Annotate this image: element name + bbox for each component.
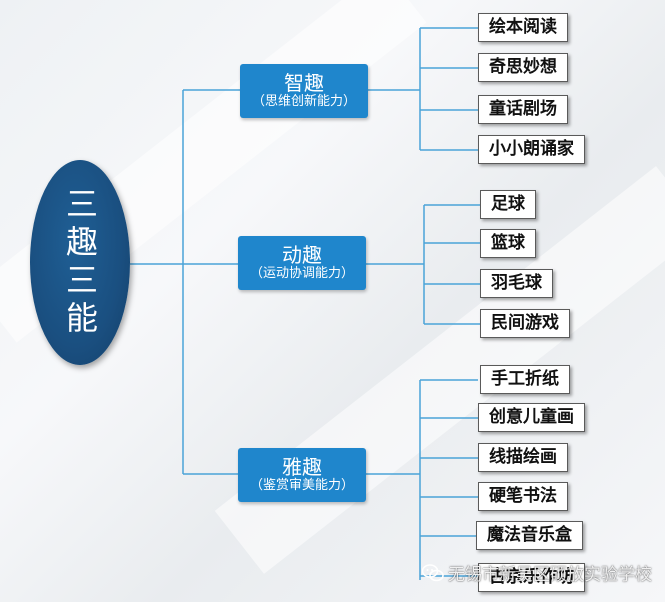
- leaf-item: 创意儿童画: [478, 403, 585, 432]
- leaf-item: 硬笔书法: [478, 482, 568, 511]
- wechat-icon: [421, 563, 444, 582]
- leaf-item: 篮球: [480, 229, 536, 258]
- leaf-item: 奇思妙想: [478, 53, 568, 82]
- category-title: 雅趣: [282, 454, 322, 479]
- leaf-item: 足球: [480, 190, 536, 219]
- leaf-item: 线描绘画: [478, 443, 568, 472]
- leaf-item: 小小朗诵家: [478, 135, 585, 164]
- category-title: 智趣: [284, 70, 324, 95]
- category-title: 动趣: [282, 242, 322, 267]
- category-subtitle: （运动协调能力）: [249, 265, 354, 281]
- leaf-item: 童话剧场: [478, 95, 568, 124]
- leaf-item: 古京乐作坊: [478, 563, 585, 592]
- leaf-item: 魔法音乐盒: [476, 521, 583, 550]
- watermark: 无锡市新吴区硕放实验学校: [421, 560, 652, 585]
- leaf-item: 羽毛球: [480, 269, 553, 298]
- root-label: 三趣三能: [61, 186, 99, 339]
- leaf-item: 手工折纸: [480, 365, 570, 394]
- category-subtitle: （思维创新能力）: [251, 93, 356, 109]
- category-zhiqu: 智趣 （思维创新能力）: [240, 64, 368, 118]
- category-subtitle: （鉴赏审美能力）: [249, 477, 354, 493]
- watermark-text: 无锡市新吴区硕放实验学校: [448, 565, 652, 585]
- category-dongqu: 动趣 （运动协调能力）: [238, 236, 366, 290]
- leaf-item: 绘本阅读: [478, 13, 568, 42]
- leaf-item: 民间游戏: [480, 309, 570, 338]
- category-yaqu: 雅趣 （鉴赏审美能力）: [238, 448, 366, 502]
- root-node: 三趣三能: [30, 160, 130, 365]
